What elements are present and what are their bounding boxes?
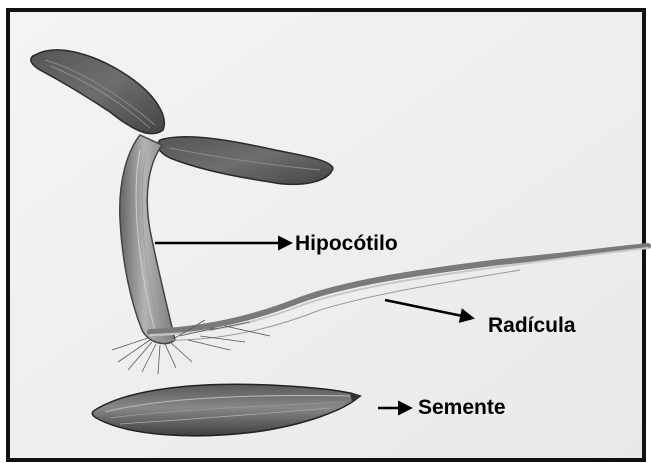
seed-label: Semente bbox=[418, 396, 506, 419]
hypocotyl-label: Hipocótilo bbox=[295, 232, 398, 255]
radicle-label: Radícula bbox=[488, 314, 576, 337]
